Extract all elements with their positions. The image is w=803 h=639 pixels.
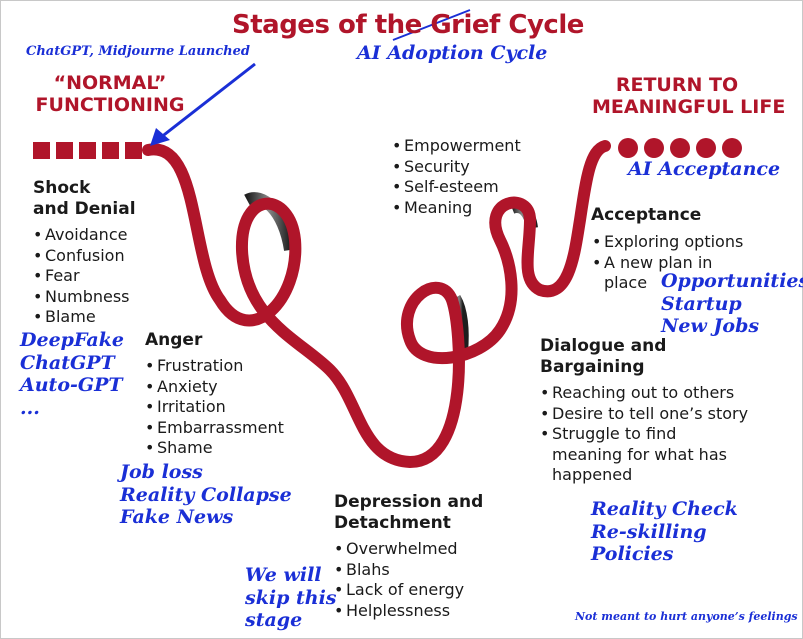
anger-list: Frustration Anxiety Irritation Embarrass… bbox=[145, 356, 284, 459]
cycle-ribbon bbox=[142, 140, 611, 468]
page-title: Stages of the Grief Cycle bbox=[232, 10, 584, 40]
list-item: Avoidance bbox=[33, 225, 130, 246]
list-item: Blahs bbox=[334, 560, 464, 581]
meaningful-circles bbox=[618, 138, 742, 158]
shock-note-2: ChatGPT bbox=[20, 351, 115, 374]
shock-note-3: Auto-GPT bbox=[20, 374, 123, 396]
acceptance-title: Acceptance bbox=[591, 205, 702, 225]
list-item: happened bbox=[552, 465, 633, 484]
title-strike-line bbox=[392, 9, 471, 41]
list-item: Reaching out to others bbox=[540, 383, 748, 404]
list-item: Fear bbox=[33, 266, 130, 287]
return-meaningful-line-2: MEANINGFUL LIFE bbox=[592, 96, 786, 118]
list-item: Blame bbox=[33, 307, 130, 328]
shock-denial-title: Shock and Denial bbox=[33, 178, 136, 220]
shock-note-4: ... bbox=[20, 396, 40, 419]
anger-note-2: Reality Collapse bbox=[120, 483, 292, 506]
list-item: place bbox=[604, 273, 648, 292]
list-item: Empowerment bbox=[392, 136, 521, 157]
normal-functioning-line-2: FUNCTIONING bbox=[35, 94, 185, 116]
list-item: Numbness bbox=[33, 287, 130, 308]
return-meaningful-header: RETURN TO MEANINGFUL LIFE bbox=[592, 74, 786, 118]
normal-functioning-line-1: “NORMAL” bbox=[53, 72, 167, 94]
list-item: Shame bbox=[145, 438, 284, 459]
launch-arrow bbox=[159, 62, 256, 140]
ai-acceptance-note: AI Acceptance bbox=[628, 158, 781, 180]
anger-note-3: Fake News bbox=[120, 506, 234, 528]
list-item: Security bbox=[392, 157, 521, 178]
return-meaningful-line-1: RETURN TO bbox=[615, 74, 739, 96]
list-item: meaning for what has bbox=[552, 444, 727, 464]
list-item: Struggle to find bbox=[540, 424, 748, 445]
acceptance-note-2: Startup bbox=[661, 292, 742, 315]
list-item: Irritation bbox=[145, 397, 284, 418]
list-item: Desire to tell one’s story bbox=[540, 404, 748, 425]
depression-list: Overwhelmed Blahs Lack of energy Helples… bbox=[334, 539, 464, 621]
list-item: A new plan in bbox=[592, 253, 743, 274]
dialogue-list: Reaching out to others Desire to tell on… bbox=[540, 383, 748, 486]
dialogue-title-line-2: Bargaining bbox=[540, 357, 645, 377]
depression-title: Depression and Detachment bbox=[334, 492, 483, 534]
depression-note-3: stage bbox=[245, 609, 303, 631]
empowerment-list: Empowerment Security Self-esteem Meaning bbox=[392, 136, 521, 218]
depression-title-line-2: Detachment bbox=[334, 513, 451, 533]
dialogue-note-2: Re-skilling bbox=[591, 520, 707, 543]
list-item: Anxiety bbox=[145, 377, 284, 398]
footer-note: Not meant to hurt anyone’s feelings bbox=[575, 610, 798, 623]
title-replacement-note: AI Adoption Cycle bbox=[357, 42, 548, 64]
list-item: Meaning bbox=[392, 198, 521, 219]
shock-title-line-1: Shock bbox=[33, 178, 91, 198]
dialogue-title: Dialogue and Bargaining bbox=[540, 336, 666, 378]
shock-note-1: DeepFake bbox=[20, 329, 124, 351]
acceptance-notes: Opportunities Startup New Jobs bbox=[661, 270, 803, 338]
list-item: Overwhelmed bbox=[334, 539, 464, 560]
depression-note-1: We will bbox=[245, 564, 322, 586]
depression-title-line-1: Depression and bbox=[334, 492, 484, 512]
list-item: Helplessness bbox=[334, 601, 464, 622]
anger-note-1: Job loss bbox=[120, 461, 203, 483]
acceptance-note-3: New Jobs bbox=[661, 315, 760, 337]
acceptance-note-1: Opportunities bbox=[661, 270, 803, 292]
anger-notes: Job loss Reality Collapse Fake News bbox=[120, 461, 292, 529]
list-item: Lack of energy bbox=[334, 580, 464, 601]
shock-notes: DeepFake ChatGPT Auto-GPT ... bbox=[20, 329, 124, 419]
shock-title-line-2: and Denial bbox=[33, 199, 136, 219]
depression-notes: We will skip this stage bbox=[245, 564, 336, 632]
acceptance-list: Exploring options A new plan in place bbox=[592, 232, 743, 294]
launch-note: ChatGPT, Midjourne Launched bbox=[26, 44, 250, 59]
depression-note-2: skip this bbox=[245, 586, 337, 609]
list-item: Exploring options bbox=[592, 232, 743, 253]
normal-functioning-header: “NORMAL” FUNCTIONING bbox=[35, 72, 185, 116]
anger-title: Anger bbox=[145, 330, 203, 350]
list-item: Confusion bbox=[33, 246, 130, 267]
launch-arrow-head bbox=[150, 128, 170, 146]
list-item: Self-esteem bbox=[392, 177, 521, 198]
dialogue-title-line-1: Dialogue and bbox=[540, 336, 667, 356]
list-item: Embarrassment bbox=[145, 418, 284, 439]
list-item: Frustration bbox=[145, 356, 284, 377]
normal-squares bbox=[33, 142, 142, 159]
dialogue-note-3: Policies bbox=[591, 543, 674, 565]
shock-denial-list: Avoidance Confusion Fear Numbness Blame bbox=[33, 225, 130, 328]
dialogue-note-1: Reality Check bbox=[591, 498, 738, 520]
dialogue-notes: Reality Check Re-skilling Policies bbox=[591, 498, 738, 566]
